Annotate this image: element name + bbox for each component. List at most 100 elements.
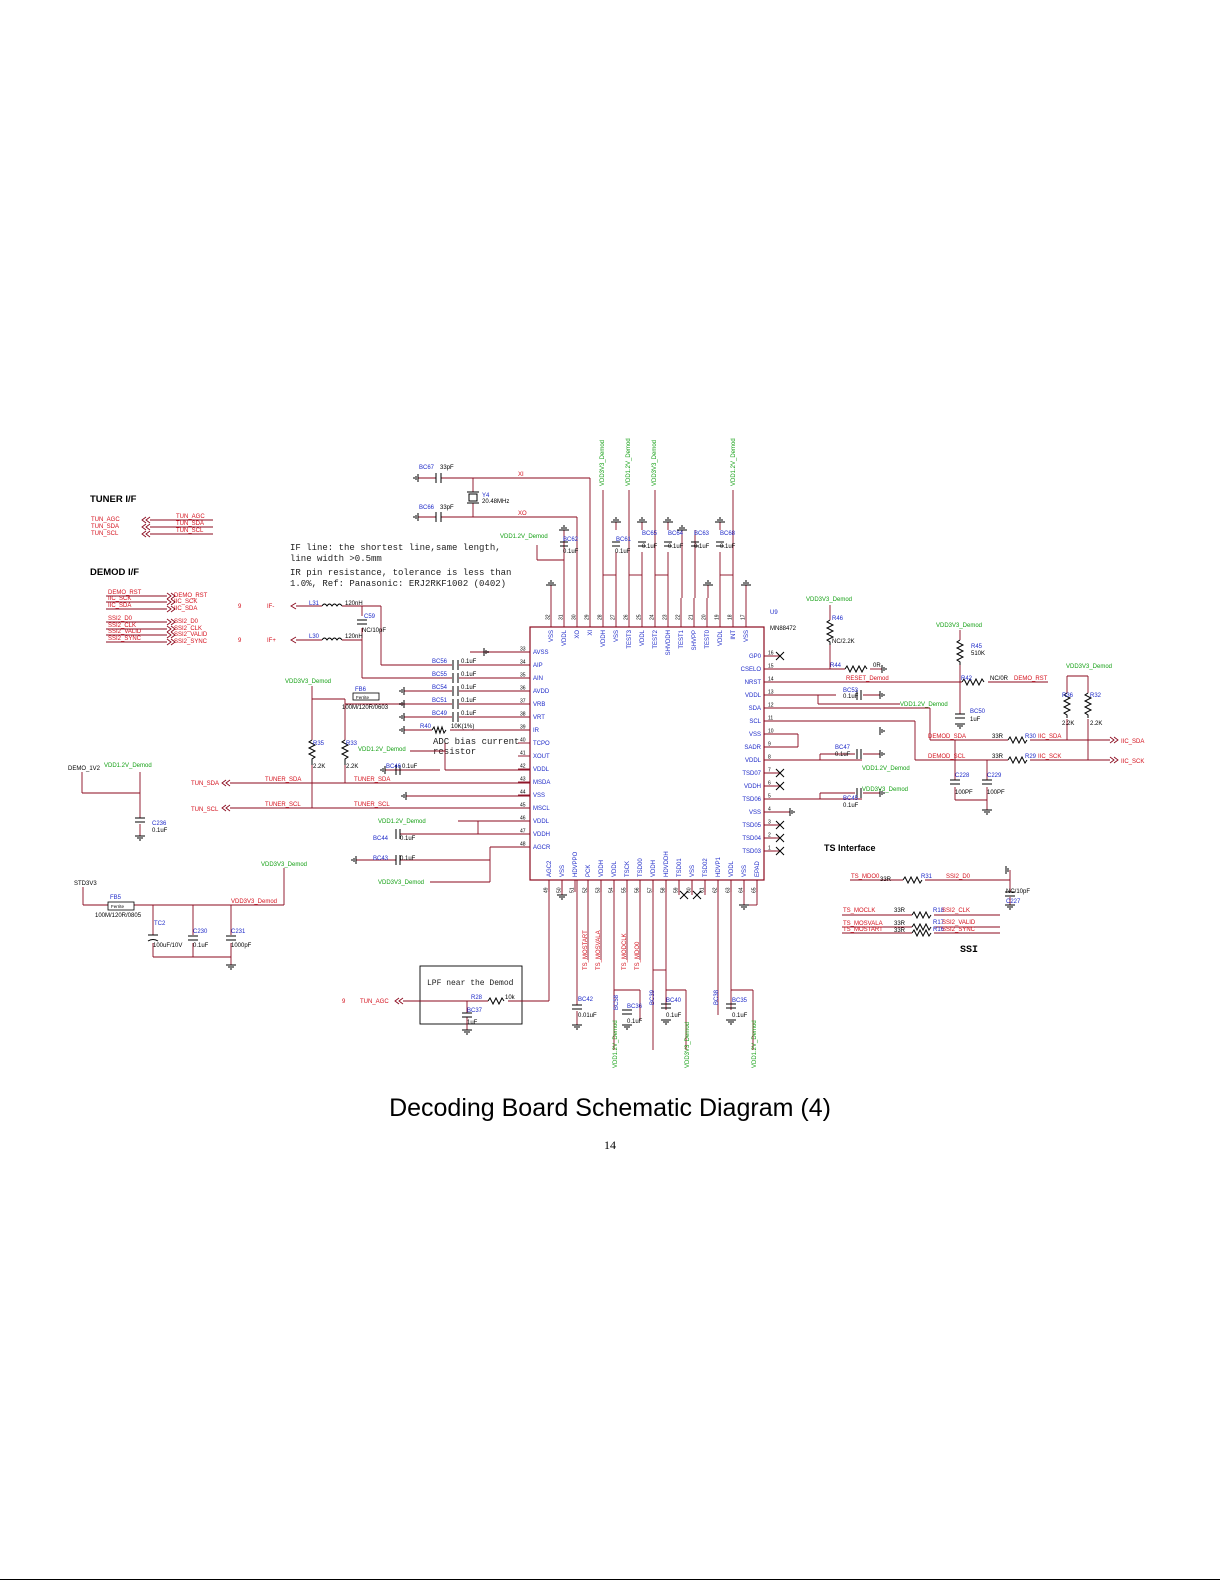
tuner-scl-net-1: TUNER_SCL	[265, 802, 301, 808]
page-bottom-rule	[0, 1579, 1220, 1580]
demod-net-left-clk: SSI2_CLK	[108, 623, 136, 629]
tuner-net-left-sda: TUN_SDA	[91, 524, 119, 530]
bc51-val: 0.1uF	[461, 698, 477, 704]
chip-u9-body	[529, 626, 765, 881]
chip-bottom-pin-name: VDDL	[729, 860, 735, 877]
chip-u9-part: MN88472	[770, 626, 797, 632]
chip-bottom-pin-number: 53	[596, 887, 602, 893]
bc36-val: 0.1uF	[627, 1019, 643, 1025]
ssi-heading: SSI	[960, 945, 978, 956]
chip-bottom-pin-name: AGC2	[547, 860, 553, 877]
xi-net: XI	[518, 472, 524, 478]
top-power-rails: VDD3V3_Demod VDD1.2V_Demod VDD3V3_Demod …	[600, 438, 737, 486]
chip-bottom-pins: 49AGC250VSS51HDVPPO52PCK53VDDH54VDDL55TS…	[544, 851, 762, 893]
chip-bottom-pin-number: 65	[752, 887, 758, 893]
c229-ref: C229	[987, 773, 1002, 779]
chip-left-pin-number: 39	[520, 725, 526, 731]
bc49-ref: BC49	[432, 711, 448, 717]
r29-ref: R29	[1025, 754, 1037, 760]
chip-bottom-pin-name: EPAD	[755, 860, 761, 877]
bc62-val: 0.1uF	[563, 549, 579, 555]
ts-mosvala-net: TS_MOSVALA	[596, 930, 602, 970]
chip-left-pin-number: 40	[520, 738, 526, 744]
chip-bottom-pin-name: HDVPPO	[573, 851, 579, 877]
vdd12-r40-label: VDD1.2V_Demod	[358, 747, 406, 753]
demod-net-left-sda: IIC_SDA	[108, 603, 131, 609]
chip-top-pin-number: 26	[624, 614, 630, 620]
bc66-ref: BC66	[419, 505, 435, 511]
bc45-val: 0.1uF	[843, 803, 859, 809]
r36-value: 2.2K	[1062, 721, 1074, 727]
chip-top-pin-number: 21	[689, 614, 695, 620]
vdd12-46-label: VDD1.2V_Demod	[378, 819, 426, 825]
r44-ref: R44	[830, 663, 842, 669]
bc35-ref: BC35	[732, 998, 748, 1004]
r29-value: 33R	[992, 754, 1004, 760]
chip-right-pin-name: CSELO	[741, 667, 762, 673]
chip-right-pin-number: 8	[768, 755, 771, 761]
chip-bottom-pin-name: PCK	[586, 865, 592, 877]
chip-bottom-pin-number: 58	[661, 887, 667, 893]
demod-net-right-sda: IIC_SDA	[174, 606, 197, 612]
r40-ref: R40	[420, 724, 432, 730]
bc67-value: 33pF	[440, 465, 454, 471]
chip-bottom-pin-name: VSS	[560, 865, 566, 877]
bc63-val: 0.1uF	[694, 544, 710, 550]
chip-bottom-pin-number: 59	[674, 887, 680, 893]
iic-sda-inner: IIC_SDA	[1038, 734, 1061, 740]
tuner-net-right-scl: TUN_SCL	[176, 528, 204, 534]
chip-top-pin-name: TEST2	[653, 629, 659, 648]
bc47-ref: BC47	[835, 745, 851, 751]
r17-value: 33R	[894, 921, 906, 927]
chip-right-pin-name: TSD06	[742, 797, 761, 803]
chip-top-pin-name: TEST1	[679, 629, 685, 648]
r46-ref: R46	[832, 616, 844, 622]
r32-value: 2.2K	[1090, 721, 1102, 727]
chip-top-pin-name: SHVPP	[692, 630, 698, 650]
bc47-val: 0.1uF	[835, 752, 851, 758]
chip-right-pin-number: 10	[768, 729, 774, 735]
vdd12-top-label: VDD1.2V_Demod	[500, 534, 548, 540]
tuner-net-left-agc: TUN_AGC	[91, 517, 120, 523]
bc56-val: 0.1uF	[461, 659, 477, 665]
chip-bottom-pin-name: TSD01	[677, 858, 683, 877]
chip-right-pin-name: VSS	[749, 732, 761, 738]
chip-right-pin-number: 11	[768, 716, 773, 722]
chip-right-pin-name: TSD03	[742, 849, 761, 855]
chip-left-pin-name: AVSS	[533, 650, 549, 656]
chip-right-pin-number: 5	[768, 794, 771, 800]
chip-top-pin-number: 22	[676, 614, 682, 620]
demod-net-right-sck: IIC_SCK	[174, 599, 197, 605]
chip-bottom-pin-number: 54	[609, 887, 615, 893]
chip-left-pin-number: 41	[520, 751, 526, 757]
chip-u9-ref: U9	[770, 610, 778, 616]
chip-top-pin-number: 28	[598, 614, 604, 620]
chip-left-pin-number: 46	[520, 816, 526, 822]
if-input-circuit: Ferrite FB6 100M/120R/0603 VDD3V3_Demod …	[238, 601, 530, 740]
r30-ref: R30	[1025, 734, 1037, 740]
std3v3-net: STD3V3	[74, 881, 97, 887]
chip-bottom-pin-number: 60	[687, 887, 693, 893]
vdd33-bc45-label: VDD3V3_Demod	[862, 787, 908, 793]
chip-top-pin-name: VDDL	[640, 629, 646, 646]
chip-left-pin-name: IR	[533, 728, 540, 734]
chip-right-pin-name: VDDL	[745, 758, 762, 764]
tun-sda-net: TUN_SDA	[191, 781, 219, 787]
ts-mdo0-net: TS_MDO0	[635, 941, 641, 970]
chip-top-pin-name: VSS	[614, 630, 620, 642]
bc61-val: 0.1uF	[615, 549, 631, 555]
fb6-value: 100M/120R/0603	[342, 705, 389, 711]
demod-net-right-sync: SSI2_SYNC	[174, 639, 208, 645]
chip-top-pin-name: VSS	[744, 630, 750, 642]
demod-scl-net: DEMOD_SCL	[928, 754, 966, 760]
ts-mosvala-ts: TS_MOSVALA	[843, 921, 883, 927]
bc39-ref: BC39	[650, 989, 656, 1005]
lpf-box	[419, 965, 523, 1025]
ts-interface-block: TS Interface TS_MDO0 33R R31 SSI2_D0 NC/…	[824, 843, 1030, 956]
chip-top-pin-name: VDDL	[562, 629, 568, 646]
bc64-ref: BC64	[668, 531, 684, 537]
chip-left-pin-number: 37	[520, 699, 526, 705]
r45-value: 510K	[971, 651, 985, 657]
rail-top-vdd12-1: VDD1.2V_Demod	[626, 438, 632, 486]
